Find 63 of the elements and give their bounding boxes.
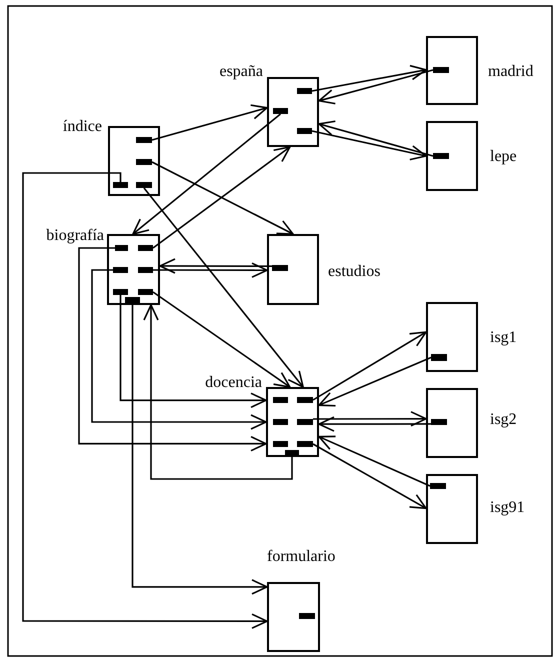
anchor-bar	[297, 88, 312, 94]
anchor-bar	[113, 289, 128, 295]
link-arrow	[152, 104, 268, 141]
link-arrow	[318, 436, 430, 487]
anchor-bar	[115, 245, 128, 251]
link-arrow	[152, 146, 291, 249]
link-arrow	[143, 304, 293, 480]
anchor-bar	[113, 267, 128, 273]
anchor-bar	[297, 128, 312, 134]
anchor-bar	[272, 265, 288, 271]
anchor-bar	[138, 245, 153, 251]
page-name: isg2	[490, 411, 517, 429]
page-name: isg91	[490, 499, 525, 517]
page-name: estudios	[328, 263, 380, 281]
link-arrow	[312, 331, 427, 401]
anchor-bar	[273, 397, 288, 403]
link-arrow	[318, 356, 432, 407]
anchor-bar	[431, 419, 447, 425]
link-arrow	[312, 443, 427, 510]
page-name: docencia	[205, 374, 262, 392]
link-arrow	[318, 120, 434, 157]
page-name: lepe	[490, 148, 517, 166]
anchor-bar	[113, 182, 128, 188]
page-name: biografía	[46, 227, 104, 245]
anchor-bar	[273, 108, 288, 114]
link-arrow	[91, 269, 267, 430]
link-arrow	[318, 69, 434, 104]
page-name: españa	[219, 63, 263, 81]
link-arrow	[153, 262, 268, 278]
anchor-bar	[125, 297, 140, 303]
anchor-bar	[138, 289, 153, 295]
link-arrow	[78, 247, 267, 452]
anchor-bar	[297, 441, 313, 447]
anchor-bar	[273, 419, 288, 425]
anchor-bar	[138, 267, 153, 273]
anchor-bar	[299, 613, 315, 619]
page-name: isg1	[490, 329, 517, 347]
link-arrow	[312, 130, 427, 160]
anchor-bar	[285, 450, 299, 455]
anchor-bar	[136, 159, 152, 165]
link-arrow	[152, 291, 291, 388]
link-arrow	[313, 411, 427, 427]
link-arrow	[159, 258, 272, 274]
link-arrow	[132, 113, 281, 235]
link-arrow	[120, 295, 267, 408]
link-arrow	[132, 303, 268, 595]
link-arrow	[152, 161, 294, 235]
anchor-bar	[431, 354, 447, 361]
anchor-bar	[433, 153, 449, 159]
anchor-bar	[297, 419, 313, 425]
anchor-bar	[297, 397, 313, 403]
anchor-bar	[136, 137, 152, 143]
anchor-bar	[430, 483, 446, 489]
link-arrow	[143, 188, 304, 388]
anchor-bar	[433, 67, 449, 73]
page-name: índice	[62, 118, 102, 136]
link-arrow	[318, 416, 431, 432]
anchor-bar	[273, 441, 288, 447]
link-arrow	[312, 64, 427, 92]
page-name: madrid	[488, 63, 534, 81]
anchor-bar	[136, 182, 152, 188]
link-arrow	[22, 172, 268, 629]
page-name: formulario	[267, 548, 336, 566]
